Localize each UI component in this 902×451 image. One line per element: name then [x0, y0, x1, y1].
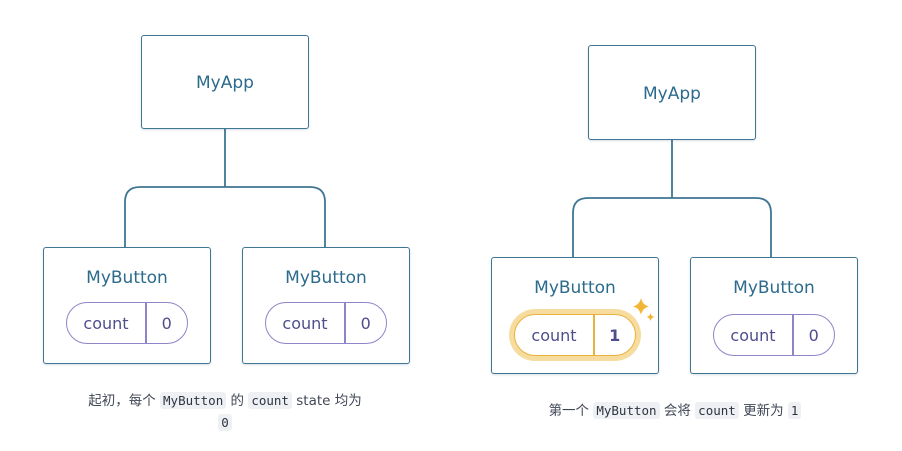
left-myapp-box: MyApp — [141, 35, 309, 129]
sparkle-icon — [633, 298, 655, 321]
state-divider — [145, 303, 147, 343]
caption-text: 的 — [230, 393, 245, 409]
left-button-2-label: MyButton — [285, 268, 367, 288]
caption-text: 第一个 — [548, 403, 590, 419]
caption-code: 0 — [218, 414, 232, 431]
left-button-box-2: MyButton count 0 — [242, 247, 410, 364]
right-connector — [572, 140, 772, 257]
state-divider — [593, 315, 595, 355]
right-button-box-1: MyButton count 1 — [491, 257, 659, 374]
caption-code: count — [248, 392, 292, 409]
state-name: count — [83, 313, 129, 333]
state-divider — [344, 303, 346, 343]
left-button-box-1: MyButton count 0 — [43, 247, 211, 364]
caption-code: MyButton — [593, 402, 660, 419]
right-myapp-label: MyApp — [643, 84, 701, 104]
right-button-1-state-highlighted: count 1 — [514, 314, 636, 356]
caption-code: count — [695, 402, 739, 419]
state-value: 0 — [808, 325, 819, 345]
right-myapp-box: MyApp — [588, 45, 756, 140]
left-button-1-state: count 0 — [66, 302, 188, 344]
right-caption: 第一个 MyButton 会将 count 更新为 1 — [490, 400, 860, 422]
caption-text: 更新为 — [743, 403, 784, 419]
state-name: count — [282, 313, 328, 333]
left-button-2-state: count 0 — [265, 302, 387, 344]
right-button-1-label: MyButton — [534, 278, 616, 298]
state-value: 1 — [609, 325, 621, 345]
caption-text: 会将 — [663, 403, 691, 419]
state-divider — [792, 315, 794, 355]
state-value: 0 — [161, 313, 172, 333]
state-name: count — [531, 325, 577, 345]
right-button-2-state: count 0 — [713, 314, 835, 356]
right-button-box-2: MyButton count 0 — [690, 257, 858, 374]
caption-code: 1 — [787, 402, 802, 419]
left-connector — [124, 129, 326, 247]
state-name: count — [730, 325, 776, 345]
caption-code: MyButton — [160, 392, 227, 409]
right-button-2-label: MyButton — [733, 278, 815, 298]
left-caption: 起初，每个 MyButton 的 count state 均为 0 — [45, 390, 405, 434]
caption-text: state 均为 — [296, 393, 362, 409]
state-value: 0 — [360, 313, 371, 333]
caption-text: 起初，每个 — [88, 393, 156, 409]
left-button-1-label: MyButton — [86, 268, 168, 288]
left-myapp-label: MyApp — [196, 73, 254, 93]
